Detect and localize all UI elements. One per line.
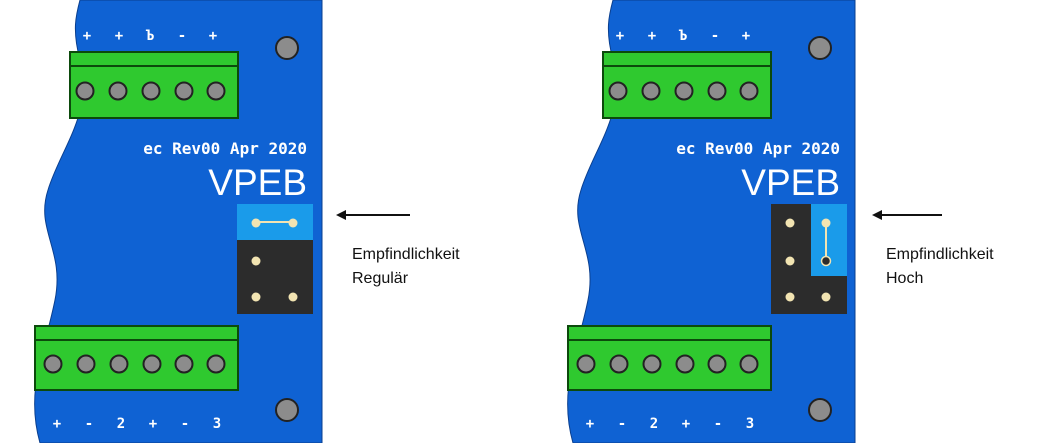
bottom-terminal-block (567, 325, 772, 391)
pin-label: 3 (746, 416, 754, 432)
pin-label: + (209, 28, 217, 44)
terminal-screw (141, 81, 161, 101)
caption-line: Empfindlichkeit (886, 246, 994, 263)
bottom-terminal-block (34, 325, 239, 391)
terminal-screw (642, 354, 662, 374)
terminal-screw (609, 354, 629, 374)
pin-label: + (115, 28, 123, 44)
pin-label: - (178, 28, 186, 44)
jumper-header (771, 204, 847, 314)
header-pin (288, 292, 298, 302)
revision-text: ec Rev00 Apr 2020 (143, 139, 307, 158)
pin-label: 3 (213, 416, 221, 432)
caption-line: Hoch (886, 270, 924, 287)
pin-label: - (181, 416, 189, 432)
header-pin (251, 256, 261, 266)
caption-line: Empfindlichkeit (352, 246, 460, 263)
pointer-arrow (336, 210, 410, 220)
terminal-screw (675, 354, 695, 374)
terminal-screw (76, 354, 96, 374)
caption-line: Regulär (352, 270, 409, 287)
board-left: + - + Ъ - + ec Rev00 Apr 2020 VPEB (34, 0, 410, 443)
pointer-arrow (872, 210, 942, 220)
terminal-screw (174, 354, 194, 374)
pin-label: + (682, 416, 690, 432)
header-pin (251, 218, 261, 228)
header-pin (251, 292, 261, 302)
mounting-hole (808, 398, 832, 422)
caption-left: Empfindlichkeit Regulär (352, 243, 460, 291)
pin-label: + (149, 416, 157, 432)
terminal-screw (206, 81, 226, 101)
header-pin (785, 218, 795, 228)
terminal-screw (75, 81, 95, 101)
pin-label: - (714, 416, 722, 432)
mounting-hole (275, 398, 299, 422)
terminal-screw (174, 81, 194, 101)
pin-label: - (85, 416, 93, 432)
header-pin (288, 218, 298, 228)
pin-label: + (742, 28, 750, 44)
terminal-screw (608, 81, 628, 101)
pin-label: 2 (117, 416, 125, 432)
header-pin (785, 256, 795, 266)
terminal-screw (674, 81, 694, 101)
terminal-screw (43, 354, 63, 374)
header-pin (785, 292, 795, 302)
pin-label: + (83, 28, 91, 44)
caption-right: Empfindlichkeit Hoch (886, 243, 994, 291)
terminal-screw (206, 354, 226, 374)
mounting-hole (808, 36, 832, 60)
header-pin (821, 292, 831, 302)
model-name: VPEB (741, 162, 840, 203)
pin-label: + (648, 28, 656, 44)
terminal-screw (707, 81, 727, 101)
model-name: VPEB (208, 162, 307, 203)
terminal-screw (707, 354, 727, 374)
mounting-hole (275, 36, 299, 60)
board-right: + - + Ъ - + ec Rev00 Apr 2020 VPEB (567, 0, 942, 443)
header-pin (821, 218, 831, 228)
terminal-screw (576, 354, 596, 374)
terminal-screw (641, 81, 661, 101)
pin-label: + (616, 28, 624, 44)
pin-label: Ъ (146, 28, 155, 44)
jumper-header (237, 204, 313, 314)
terminal-screw (142, 354, 162, 374)
pin-label: 2 (650, 416, 658, 432)
pin-label: Ъ (679, 28, 688, 44)
top-terminal-block (69, 51, 239, 119)
pin-label: + (53, 416, 61, 432)
terminal-screw (739, 81, 759, 101)
terminal-screw (739, 354, 759, 374)
terminal-screw (109, 354, 129, 374)
pin-label: + (586, 416, 594, 432)
top-terminal-block (602, 51, 772, 119)
pin-label: - (618, 416, 626, 432)
header-pin (820, 255, 832, 267)
terminal-screw (108, 81, 128, 101)
revision-text: ec Rev00 Apr 2020 (676, 139, 840, 158)
pin-label: - (711, 28, 719, 44)
